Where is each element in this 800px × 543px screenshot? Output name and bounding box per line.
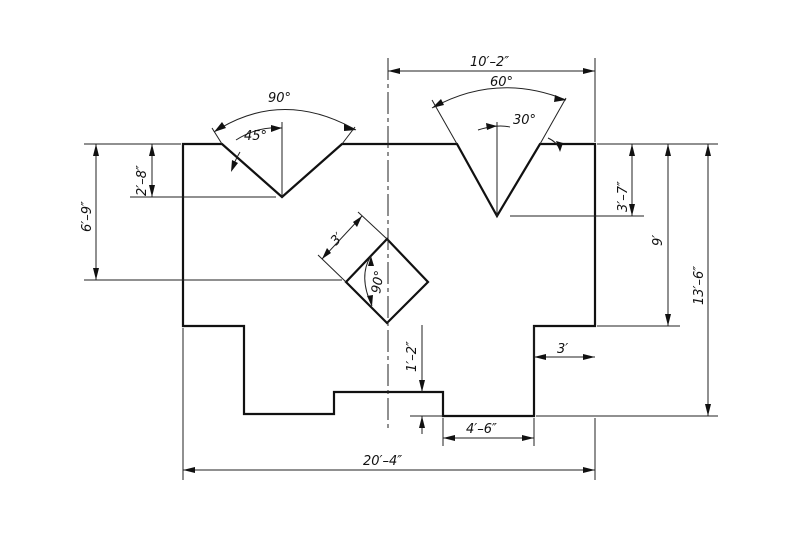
dim-top-width: 10′–2″ <box>470 55 509 70</box>
square-cutout <box>344 237 430 325</box>
dim-step-width: 3′ <box>557 342 568 357</box>
dim-v-right-angle: 60° <box>490 75 513 90</box>
dim-total-width: 20′–4″ <box>363 454 402 469</box>
dim-total-height: 13′–6″ <box>692 266 707 305</box>
dim-square-angle: 90° <box>369 269 388 294</box>
dim-notch-height: 1′–2″ <box>405 341 420 372</box>
dim-v-left-half-angle: 45° <box>244 129 267 144</box>
dim-v-left-depth: 2′–8″ <box>135 165 150 196</box>
dim-v-right-half-angle: 30° <box>513 113 536 128</box>
dim-left-height: 6′–9″ <box>80 201 95 232</box>
dim-v-right-depth: 3′–7″ <box>616 181 631 212</box>
dim-square-size: 3′ <box>328 230 347 248</box>
dim-v-left-angle: 90° <box>268 91 291 106</box>
dim-right-height: 9′ <box>651 235 666 246</box>
dim-bottom-segment: 4′–6″ <box>466 422 497 437</box>
